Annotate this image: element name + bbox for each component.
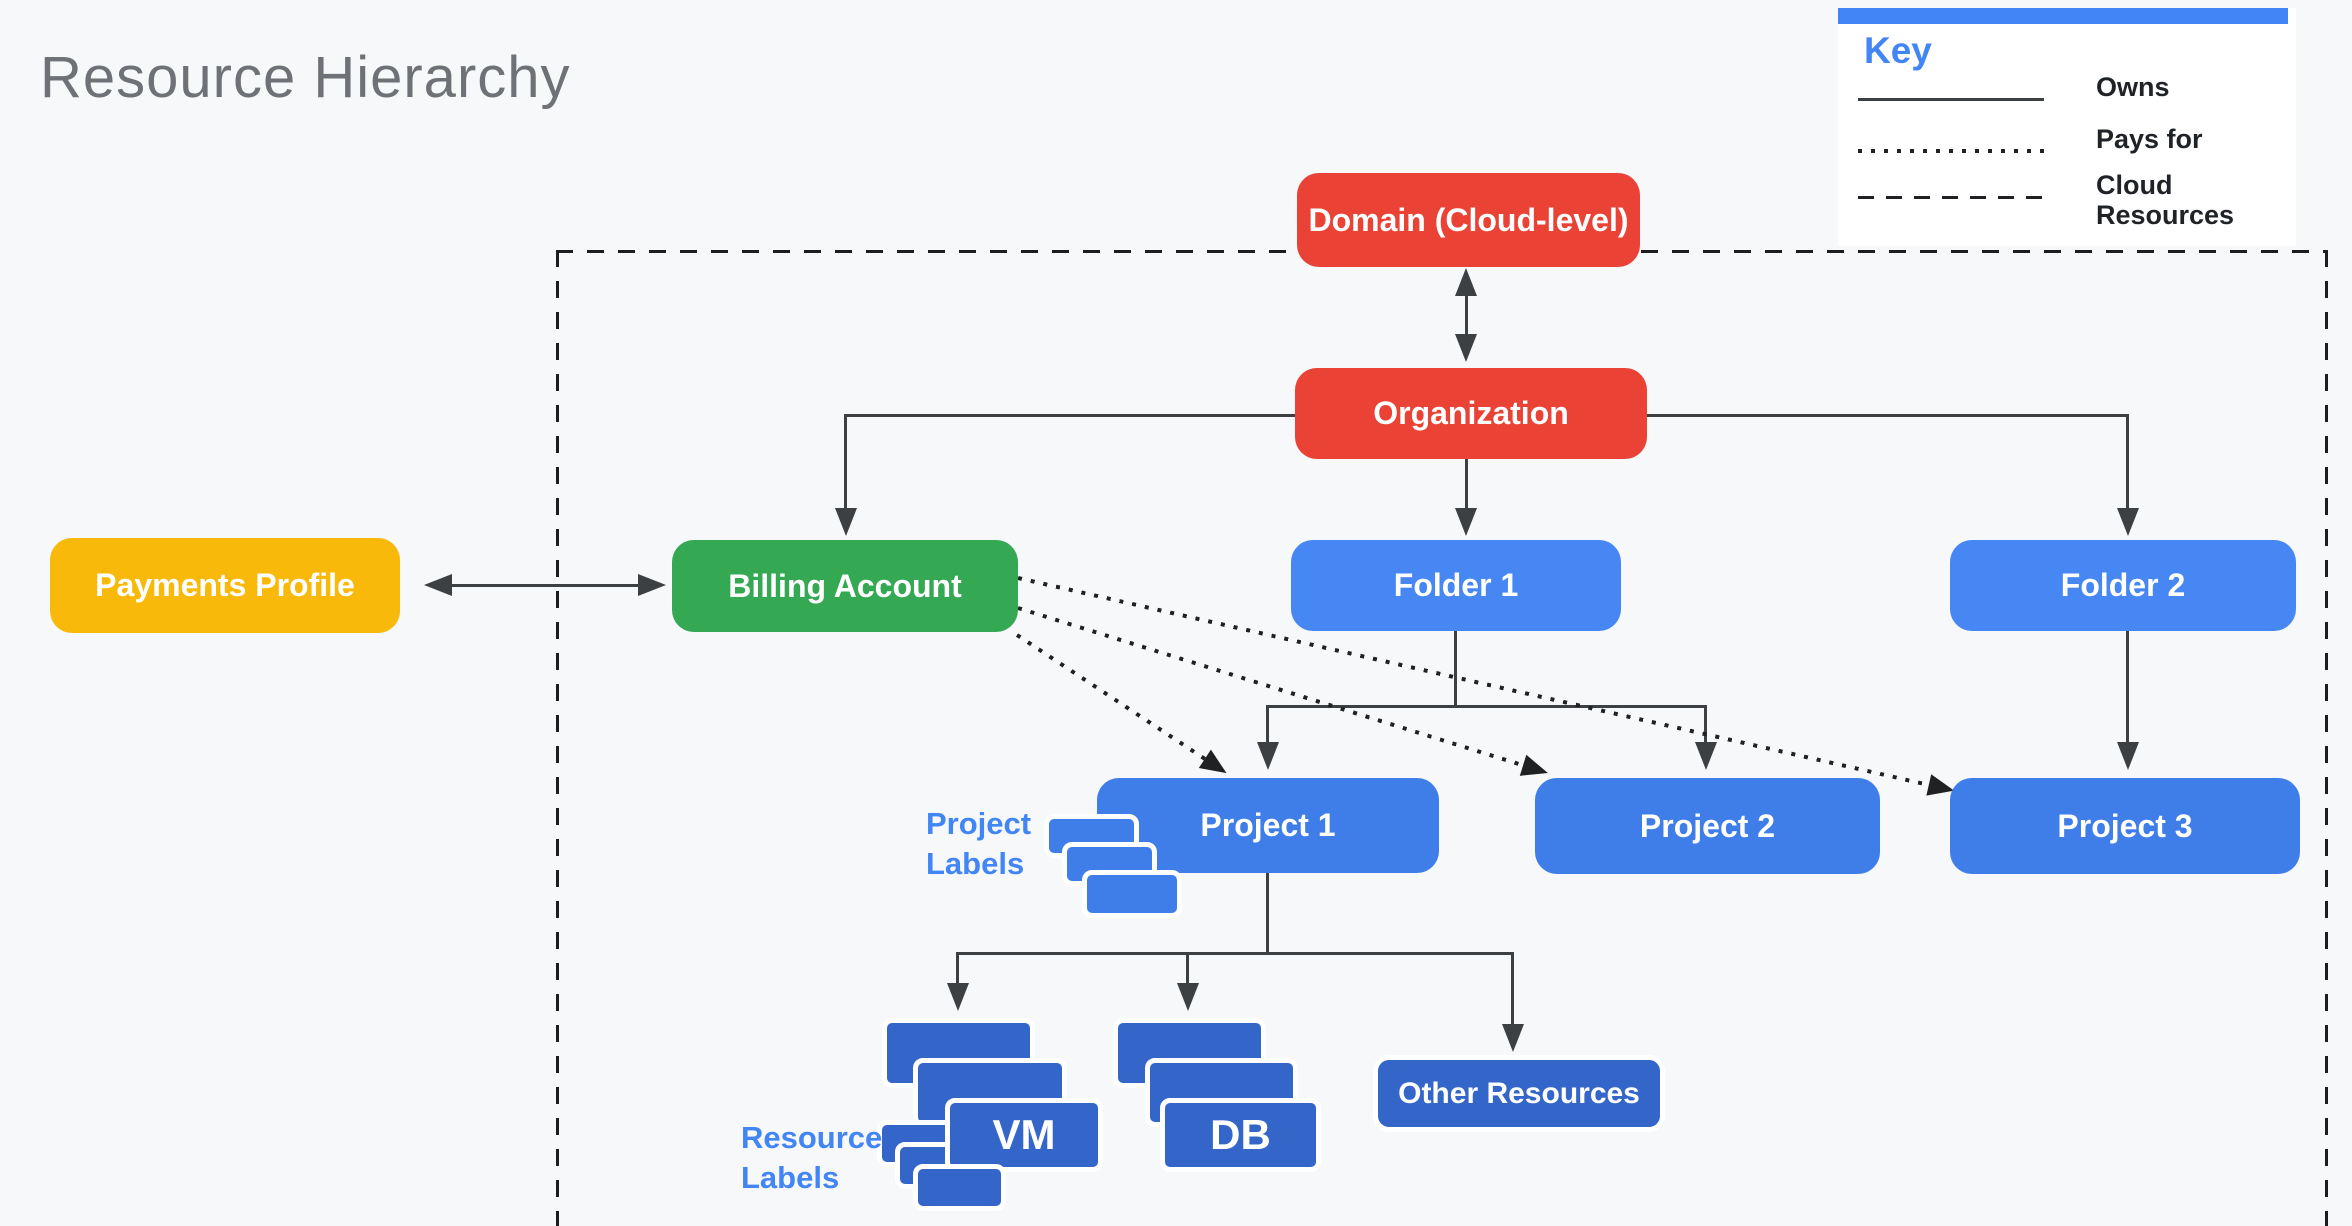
- arrow-project1-tee: [956, 952, 1514, 955]
- legend-cloudresources-label: Cloud Resources: [2096, 170, 2235, 230]
- legend-paysfor-line-icon: [1858, 149, 2044, 153]
- arrow-org-folder1-line: [1465, 458, 1468, 510]
- arrow-payments-billing-left-head: [424, 574, 452, 596]
- arrow-org-folder1-head: [1455, 508, 1477, 536]
- node-payments-profile: Payments Profile: [50, 538, 400, 633]
- legend-cloudresources-line-icon: [1858, 196, 2044, 199]
- node-project-2: Project 2: [1535, 778, 1880, 874]
- legend-header-bar: [1838, 8, 2288, 24]
- cloud-boundary-right-edge: [2325, 250, 2328, 1226]
- legend-owns-line-icon: [1858, 98, 2044, 101]
- arrow-org-billing-head: [835, 508, 857, 536]
- arrow-org-billing-vline: [844, 414, 847, 510]
- arrow-org-folder2-hline: [1647, 414, 2128, 417]
- page-title: Resource Hierarchy: [40, 45, 571, 110]
- arrow-org-folder2-vline: [2126, 414, 2129, 510]
- arrow-domain-organization-up-head: [1455, 268, 1477, 296]
- node-other-resources: Other Resources: [1373, 1055, 1665, 1132]
- arrow-project1-other-vline: [1511, 952, 1514, 1027]
- dotted-line: [1015, 633, 1206, 761]
- node-folder-1: Folder 1: [1291, 540, 1621, 631]
- arrow-project1-vm-head: [947, 983, 969, 1011]
- arrow-payments-billing-right-head: [638, 574, 666, 596]
- arrow-folder1-stem: [1454, 631, 1457, 708]
- cloud-boundary-left-edge: [556, 250, 559, 1226]
- arrow-domain-organization-line: [1465, 292, 1468, 340]
- arrow-org-folder2-head: [2117, 508, 2139, 536]
- dotted-billing-project1-connector: [1015, 633, 1233, 783]
- node-vm: VM: [945, 1098, 1103, 1172]
- arrow-folder1-project2-vline: [1704, 705, 1707, 745]
- arrow-project1-stem: [1266, 873, 1269, 955]
- arrow-org-billing-hline: [844, 414, 1295, 417]
- arrow-project1-db-head: [1177, 983, 1199, 1011]
- node-db: DB: [1160, 1098, 1321, 1172]
- node-billing-account: Billing Account: [672, 540, 1018, 632]
- arrow-project1-vm-vline: [956, 952, 959, 986]
- legend-owns-label: Owns: [2096, 72, 2170, 102]
- arrow-folder1-project2-head: [1695, 742, 1717, 770]
- node-project-3: Project 3: [1950, 778, 2300, 874]
- arrow-folder2-project3-head: [2117, 742, 2139, 770]
- node-domain: Domain (Cloud-level): [1297, 173, 1640, 267]
- arrow-folder2-project3-line: [2126, 631, 2129, 743]
- arrow-folder1-tee: [1266, 705, 1707, 708]
- project-labels-caption: Project Labels: [926, 806, 1032, 881]
- legend-card: Key Owns Pays for Cloud Resources: [1838, 8, 2296, 246]
- legend-paysfor-label: Pays for: [2096, 124, 2203, 154]
- node-organization: Organization: [1295, 368, 1647, 459]
- resource-labels-caption: Resource Labels: [741, 1120, 883, 1195]
- node-project-1: Project 1: [1097, 778, 1439, 873]
- resource-label-card-icon: [913, 1164, 1006, 1211]
- arrow-project1-other-head: [1502, 1024, 1524, 1052]
- arrow-folder1-project1-vline: [1266, 705, 1269, 745]
- project-label-card-icon: [1082, 870, 1182, 918]
- arrow-payments-billing-line: [446, 584, 642, 587]
- arrow-folder1-project1-head: [1257, 742, 1279, 770]
- arrow-domain-organization-down-head: [1455, 334, 1477, 362]
- node-folder-2: Folder 2: [1950, 540, 2296, 631]
- arrow-project1-db-vline: [1186, 952, 1189, 986]
- legend-title: Key: [1864, 30, 1932, 71]
